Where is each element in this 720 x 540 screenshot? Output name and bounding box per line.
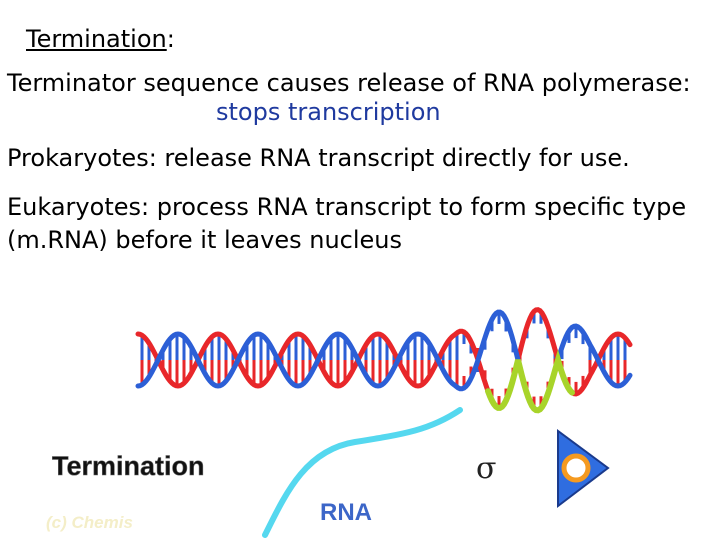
rna-label: RNA — [320, 499, 372, 526]
terminator-line: Terminator sequence causes release of RN… — [7, 69, 691, 97]
heading-text: Termination — [26, 25, 167, 53]
termination-diagram: Termination (c) Chemis RNA σ — [46, 307, 633, 538]
eukaryotes-line-1: Eukaryotes: process RNA transcript to fo… — [7, 193, 687, 221]
dna-helix-icon — [135, 307, 633, 414]
stops-transcription-line: stops transcription — [216, 98, 441, 126]
copyright-label: (c) Chemis — [46, 513, 133, 532]
prokaryotes-line: Prokaryotes: release RNA transcript dire… — [7, 144, 630, 172]
rna-polymerase-icon — [557, 429, 610, 509]
eukaryotes-line-2: (m.RNA) before it leaves nucleus — [7, 226, 402, 254]
rna-strand-icon — [262, 407, 463, 538]
heading-colon: : — [166, 25, 175, 53]
heading: Termination: — [26, 24, 175, 54]
sigma-label: σ — [476, 451, 496, 486]
termination-label: Termination — [52, 451, 205, 481]
